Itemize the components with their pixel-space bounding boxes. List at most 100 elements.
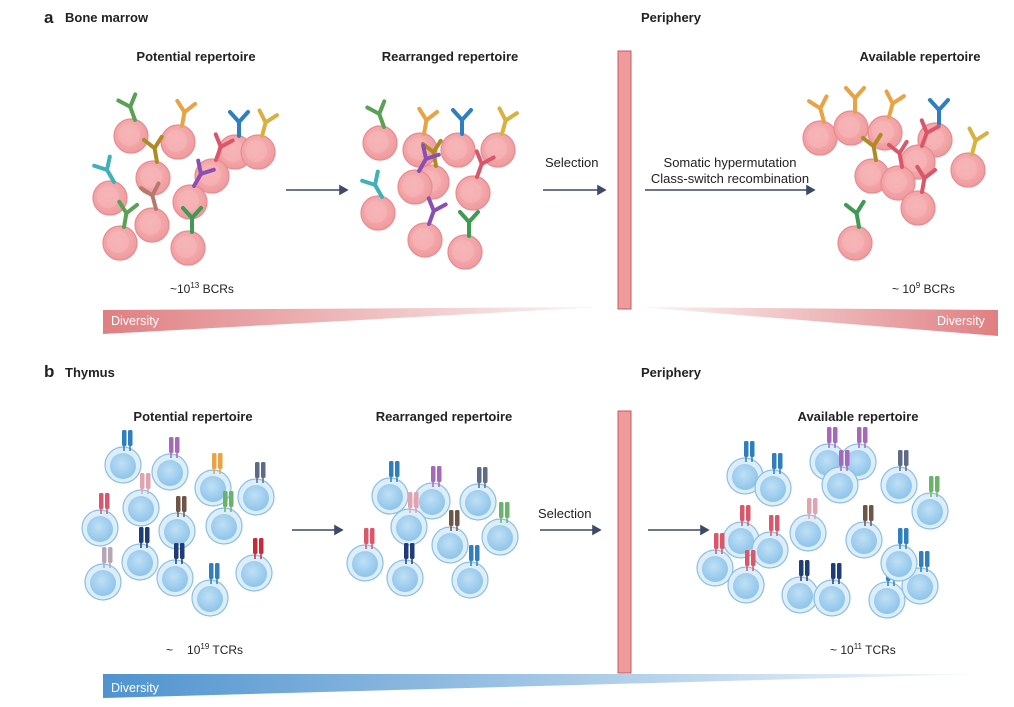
tcr-receptor: [839, 450, 850, 471]
b-cell: [240, 108, 279, 170]
bcr-receptor: [141, 134, 164, 164]
t-cell: [431, 510, 469, 564]
t-cell: [104, 430, 142, 484]
t-cell: [727, 550, 765, 604]
t-cell: [459, 467, 497, 521]
bcr-receptor: [884, 89, 906, 119]
tcr-receptor: [431, 466, 442, 487]
t-cell: [845, 505, 883, 559]
bcr-receptor: [192, 158, 216, 188]
tcr-receptor: [209, 563, 220, 584]
panel-a-process-1: Somatic hypermutation: [663, 155, 797, 170]
bcr-receptor: [257, 108, 279, 138]
bcr-receptor: [426, 196, 448, 226]
tcr-receptor: [919, 551, 930, 572]
tcr-receptor: [799, 560, 810, 581]
b-cell: [135, 134, 171, 196]
t-cell: [121, 527, 159, 581]
tcr-receptor: [449, 510, 460, 531]
t-cell: [237, 462, 275, 516]
panel-b-title: Thymus: [65, 365, 115, 380]
panel-a-count-left: ~1013 BCRs: [170, 281, 234, 296]
tcr-receptor: [469, 545, 480, 566]
bcr-receptor: [213, 132, 235, 162]
tcr-receptor: [99, 493, 110, 514]
b-cell: [880, 139, 916, 201]
t-cell: [481, 502, 519, 556]
b-cell: [837, 199, 873, 261]
t-cell: [235, 538, 273, 592]
tcr-receptor: [174, 543, 185, 564]
t-cell: [194, 453, 232, 507]
t-cell: [751, 515, 789, 569]
tcr-receptor: [740, 505, 751, 526]
bcr-receptor: [458, 210, 480, 238]
tcr-receptor: [898, 450, 909, 471]
b-cell: [160, 98, 198, 160]
t-cell: [413, 466, 451, 520]
tcr-receptor: [807, 498, 818, 519]
t-cell: [81, 493, 119, 547]
tcr-receptor: [169, 437, 180, 458]
bcr-receptor: [175, 98, 198, 128]
tcr-receptor: [176, 496, 187, 517]
panel-a-process-2: Class-switch recombination: [650, 171, 810, 186]
t-cell: [191, 563, 229, 617]
bcr-receptor: [915, 164, 938, 194]
bcr-receptor: [360, 169, 384, 199]
panel-a-title: Bone marrow: [65, 10, 149, 25]
tcr-receptor: [140, 473, 151, 494]
panel-b-potential: Potential repertoire: [133, 409, 253, 424]
tcr-receptor: [929, 476, 940, 497]
bcr-receptor: [117, 199, 140, 229]
tcr-receptor: [408, 492, 419, 513]
t-cell: [911, 476, 949, 530]
t-cell: [346, 528, 384, 582]
t-cell: [205, 491, 243, 545]
periphery-barrier-b: [617, 410, 632, 674]
t-cell: [789, 498, 827, 552]
bcr-receptor: [886, 139, 909, 169]
panel-b-count-right: ~ 1011 TCRs: [830, 642, 896, 657]
bcr-receptor: [417, 143, 441, 173]
t-cell: [880, 450, 918, 504]
tcr-receptor: [769, 515, 780, 536]
t-cell: [386, 543, 424, 597]
b-cells: [92, 86, 989, 270]
t-cell: [84, 547, 122, 601]
panel-b-diversity: Diversity: [111, 681, 159, 695]
bcr-receptor: [474, 149, 496, 179]
arrows: [286, 184, 816, 536]
tcr-receptor: [223, 491, 234, 512]
b-cell: [440, 108, 476, 168]
panel-a-available: Available repertoire: [859, 49, 981, 64]
bcr-receptor: [365, 99, 387, 129]
panel-a-letter: a: [44, 8, 54, 27]
t-cells: [81, 427, 949, 619]
t-cell: [158, 496, 196, 550]
t-cell: [696, 533, 734, 587]
tcr-receptor: [745, 550, 756, 571]
tcr-receptor: [827, 427, 838, 448]
t-cell: [754, 453, 792, 507]
bcr-receptor: [919, 118, 941, 148]
b-cell: [802, 94, 838, 156]
t-cell: [821, 450, 859, 504]
b-cell: [92, 154, 128, 216]
panel-b-letter: b: [44, 362, 55, 381]
panel-b-periphery: Periphery: [641, 365, 701, 380]
tcr-receptor: [863, 505, 874, 526]
tcr-receptor: [364, 528, 375, 549]
bcr-receptor: [451, 108, 473, 136]
tcr-receptor: [714, 533, 725, 554]
bcr-receptor: [92, 154, 116, 184]
panel-a-diversity-right: Diversity: [937, 314, 985, 328]
bcr-receptor: [860, 132, 883, 162]
t-cell: [726, 441, 764, 495]
b-cell: [360, 169, 396, 231]
panel-a-rearranged: Rearranged repertoire: [381, 49, 519, 64]
panel-a-potential: Potential repertoire: [136, 49, 256, 64]
tcr-receptor: [404, 543, 415, 564]
tcr-receptor: [772, 453, 783, 474]
